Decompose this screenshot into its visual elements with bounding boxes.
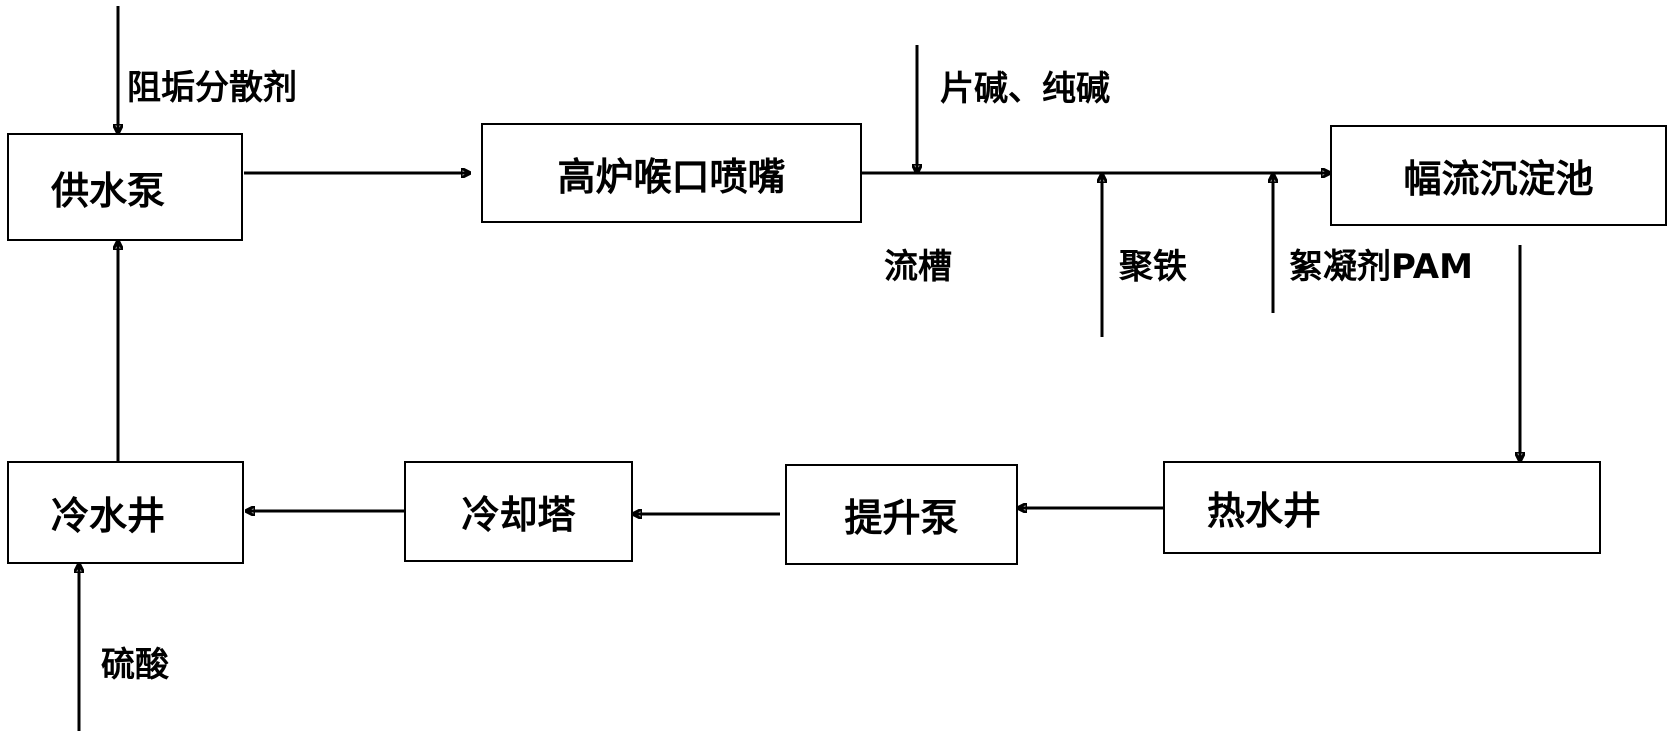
furnace-nozzle-box: 高炉喉口喷嘴: [481, 123, 862, 223]
furnace-nozzle-label: 高炉喉口喷嘴: [557, 154, 786, 199]
cold-water-well-label: 冷水井: [51, 494, 166, 538]
supply-pump-box: 供水泵: [7, 133, 243, 241]
cooling-tower-label: 冷却塔: [461, 493, 576, 537]
supply-pump-label: 供水泵: [51, 168, 166, 213]
hot-water-well-label: 热水井: [1207, 489, 1322, 533]
flocculant-pam-label: 絮凝剂PAM: [1289, 247, 1473, 287]
launder-label: 流槽: [884, 247, 952, 287]
scale-inhibitor-label: 阻垢分散剂: [127, 68, 297, 108]
poly-iron-label: 聚铁: [1119, 247, 1187, 287]
sulfuric-acid-label: 硫酸: [101, 645, 169, 685]
caustic-soda-label: 片碱、纯碱: [940, 69, 1110, 109]
radial-sedimentation-tank-box: 幅流沉淀池: [1330, 125, 1667, 226]
lift-pump-label: 提升泵: [844, 496, 959, 540]
cold-water-well-box: 冷水井: [7, 461, 244, 564]
hot-water-well-box: 热水井: [1163, 461, 1601, 554]
cooling-tower-box: 冷却塔: [404, 461, 633, 562]
lift-pump-box: 提升泵: [785, 464, 1018, 565]
radial-sedimentation-tank-label: 幅流沉淀池: [1403, 157, 1594, 201]
